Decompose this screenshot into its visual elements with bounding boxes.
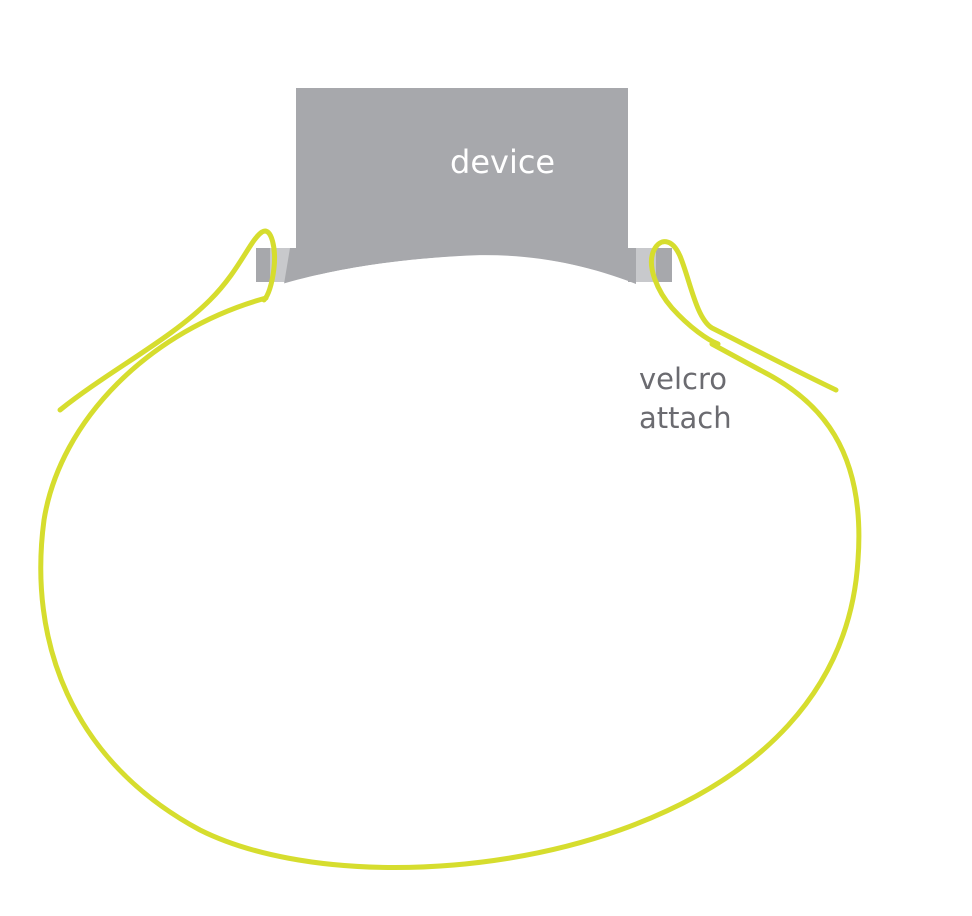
velcro-label-line1: velcro xyxy=(639,362,728,396)
device-base xyxy=(284,248,636,284)
velcro-attach-label: velcro attach xyxy=(639,360,732,438)
velcro-label-line2: attach xyxy=(639,401,732,435)
device-label: device xyxy=(450,143,556,181)
device-curved-base xyxy=(282,255,632,284)
strap-loop xyxy=(38,295,862,870)
strap-left-hook xyxy=(57,228,277,413)
device-body xyxy=(296,88,628,248)
strap-right-hook xyxy=(648,239,839,393)
strap xyxy=(38,228,862,870)
device xyxy=(256,88,672,284)
